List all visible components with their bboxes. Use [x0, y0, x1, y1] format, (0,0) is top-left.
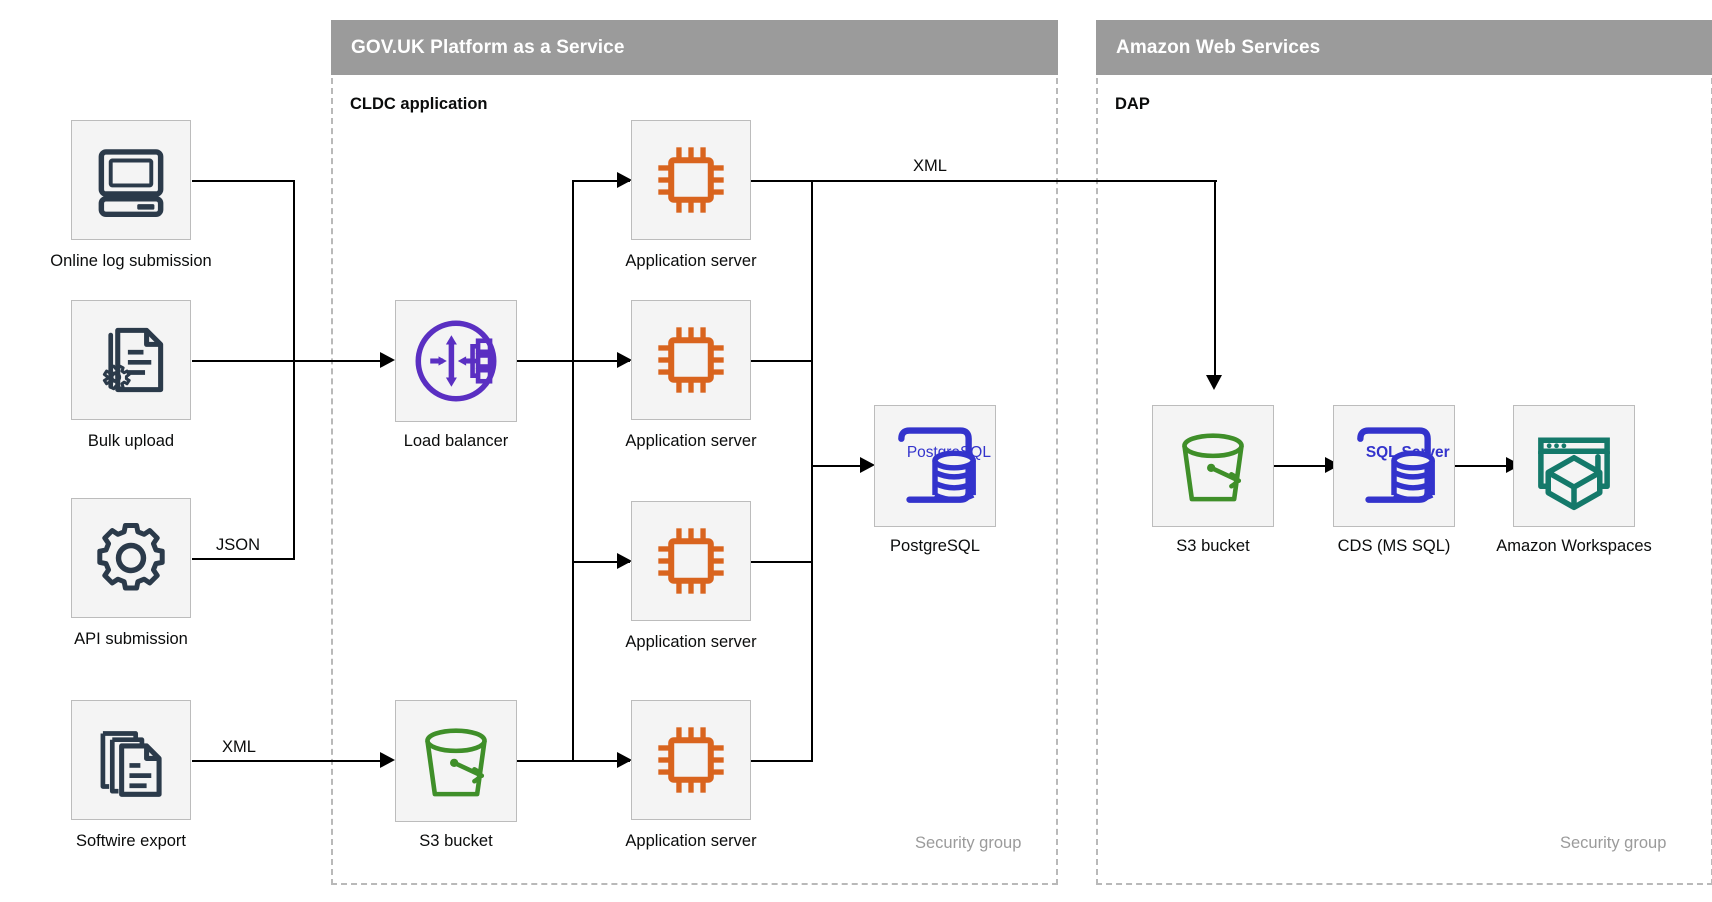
edge-api-submission-out [192, 558, 295, 561]
edge-appserver-3-to-db-bus [751, 561, 813, 564]
arrow-into-appserver-1 [617, 171, 632, 188]
node-label-app-server-2: Application server [625, 432, 757, 450]
edge-bus-to-appserver-1 [572, 180, 630, 183]
cpu-chip-icon [658, 528, 724, 594]
node-label-load-balancer: Load balancer [403, 432, 509, 450]
node-softwire-export[interactable] [71, 700, 191, 820]
node-label-softwire-export: Softwire export [75, 832, 187, 850]
security-group-aws-label: Security group [1560, 834, 1667, 852]
edge-cds-to-workspaces [1455, 465, 1513, 468]
group-subtitle-cldc: CLDC application [350, 95, 488, 113]
desktop-computer-icon [98, 149, 164, 218]
edge-label-appserver-xml: XML [908, 157, 952, 176]
document-gear-icon [102, 327, 164, 393]
edge-s3-paas-to-appserver-4 [517, 760, 575, 763]
node-label-amazon-workspaces: Amazon Workspaces [1496, 537, 1652, 555]
gear-icon [97, 523, 165, 591]
edge-db-bus-to-postgresql [811, 465, 867, 468]
group-header-paas: GOV.UK Platform as a Service [331, 20, 1058, 75]
arrow-into-appserver-2 [617, 351, 632, 368]
postgresql-icon: PostgreSQL [898, 427, 991, 503]
cpu-chip-icon [658, 327, 724, 393]
edge-softwire-to-s3 [192, 760, 386, 763]
cpu-chip-icon [658, 147, 724, 213]
node-label-app-server-3: Application server [625, 633, 757, 651]
node-label-api-submission: API submission [74, 630, 188, 648]
edge-left-collector-bus [293, 180, 296, 560]
group-subtitle-dap: DAP [1115, 95, 1150, 113]
node-amazon-workspaces[interactable] [1513, 405, 1635, 527]
edge-bus-to-appserver-2 [572, 360, 630, 363]
cpu-chip-icon [658, 727, 724, 793]
node-label-online-log-submission: Online log submission [50, 252, 212, 270]
node-online-log-submission[interactable] [71, 120, 191, 240]
group-header-paas-label: GOV.UK Platform as a Service [351, 36, 625, 58]
load-balancer-icon [415, 320, 497, 402]
node-label-cds-ms-sql: CDS (MS SQL) [1337, 537, 1451, 555]
s3-bucket-icon [1182, 433, 1244, 502]
node-load-balancer[interactable] [395, 300, 517, 422]
arrow-into-appserver-3 [617, 552, 632, 569]
edge-appserver-2-to-db-bus [751, 360, 813, 363]
edge-appserver-1-xml-horizontal [751, 180, 1217, 183]
node-label-bulk-upload: Bulk upload [87, 432, 175, 450]
edge-appserver-4-to-db-bus [751, 760, 813, 763]
sql-server-icon: SQL Server [1357, 427, 1450, 503]
group-header-aws: Amazon Web Services [1096, 20, 1712, 75]
edge-online-log-to-bus [192, 180, 295, 183]
node-app-server-1[interactable] [631, 120, 751, 240]
edge-label-softwire-xml: XML [217, 738, 261, 757]
s3-bucket-icon [425, 728, 487, 797]
node-s3-bucket-paas[interactable] [395, 700, 517, 822]
arrow-into-s3-aws [1206, 375, 1222, 390]
arrow-into-postgresql [860, 456, 875, 473]
node-app-server-4[interactable] [631, 700, 751, 820]
edge-distribution-bus [572, 180, 575, 761]
edge-bulk-upload-to-lb [192, 360, 386, 363]
node-bulk-upload[interactable] [71, 300, 191, 420]
edge-db-collector-bus [811, 180, 814, 762]
node-label-app-server-1: Application server [625, 252, 757, 270]
edge-s3-aws-to-cds [1274, 465, 1332, 468]
arrow-into-s3-paas [380, 751, 395, 768]
node-postgresql[interactable]: PostgreSQL [874, 405, 996, 527]
security-group-paas-label: Security group [915, 834, 1022, 852]
node-s3-bucket-aws[interactable] [1152, 405, 1274, 527]
edge-lb-to-distribution-bus [517, 360, 574, 363]
node-label-s3-bucket-paas: S3 bucket [419, 832, 493, 850]
node-app-server-3[interactable] [631, 501, 751, 621]
edge-appserver-1-xml-vertical [1214, 180, 1217, 378]
node-label-postgresql: PostgreSQL [890, 537, 980, 555]
node-cds-ms-sql[interactable]: SQL Server [1333, 405, 1455, 527]
edge-label-json: JSON [211, 536, 266, 555]
documents-stack-icon [100, 731, 162, 797]
node-api-submission[interactable] [71, 498, 191, 618]
workspaces-cube-icon [1538, 437, 1610, 511]
node-app-server-2[interactable] [631, 300, 751, 420]
edge-bus-to-appserver-3 [572, 561, 630, 564]
node-label-s3-bucket-aws: S3 bucket [1176, 537, 1250, 555]
security-group-paas-boundary [331, 78, 1058, 885]
node-label-app-server-4: Application server [625, 832, 757, 850]
group-header-aws-label: Amazon Web Services [1116, 36, 1321, 58]
edge-bus-to-appserver-4 [572, 760, 630, 763]
arrow-into-appserver-4 [617, 751, 632, 768]
arrow-into-load-balancer [380, 351, 395, 368]
